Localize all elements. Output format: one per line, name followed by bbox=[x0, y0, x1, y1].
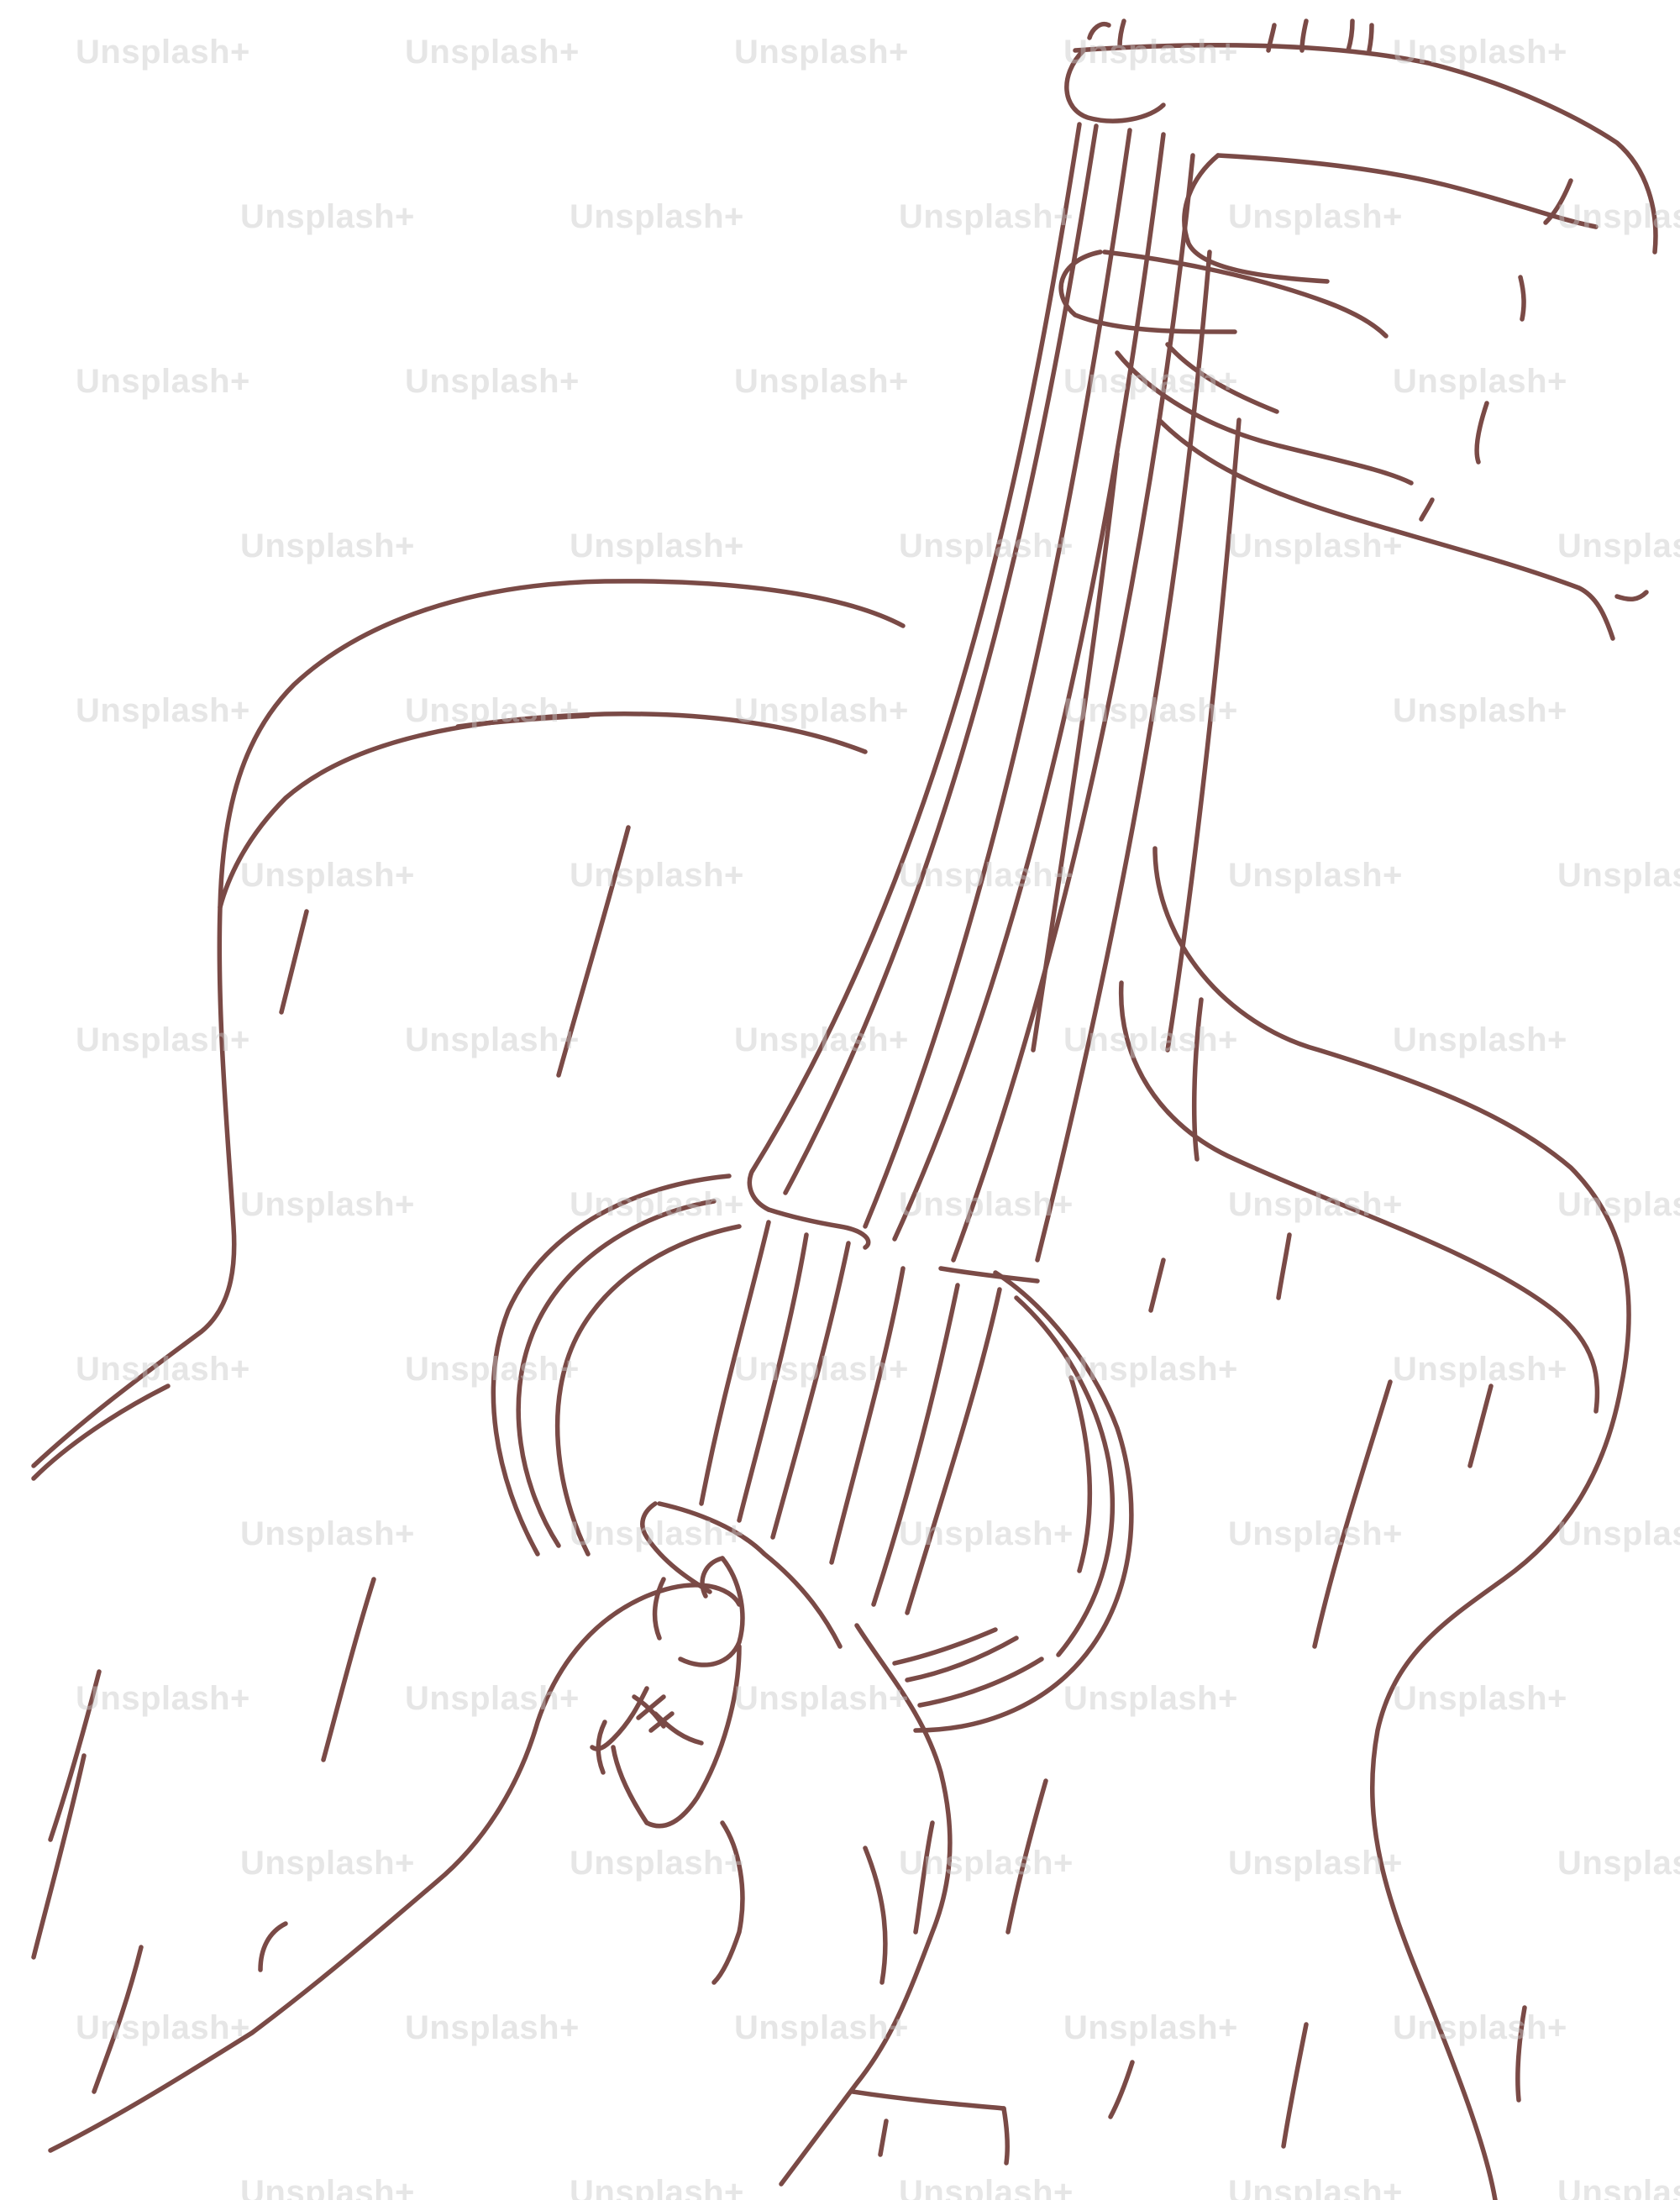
guitar-neck bbox=[699, 122, 1242, 1615]
sound-hole bbox=[491, 1174, 1134, 1733]
wood-grain-lines bbox=[31, 825, 1527, 2166]
fretting-hand bbox=[1058, 18, 1658, 641]
guitar-body-outline bbox=[31, 579, 1631, 2200]
strumming-hand bbox=[48, 1501, 953, 2187]
